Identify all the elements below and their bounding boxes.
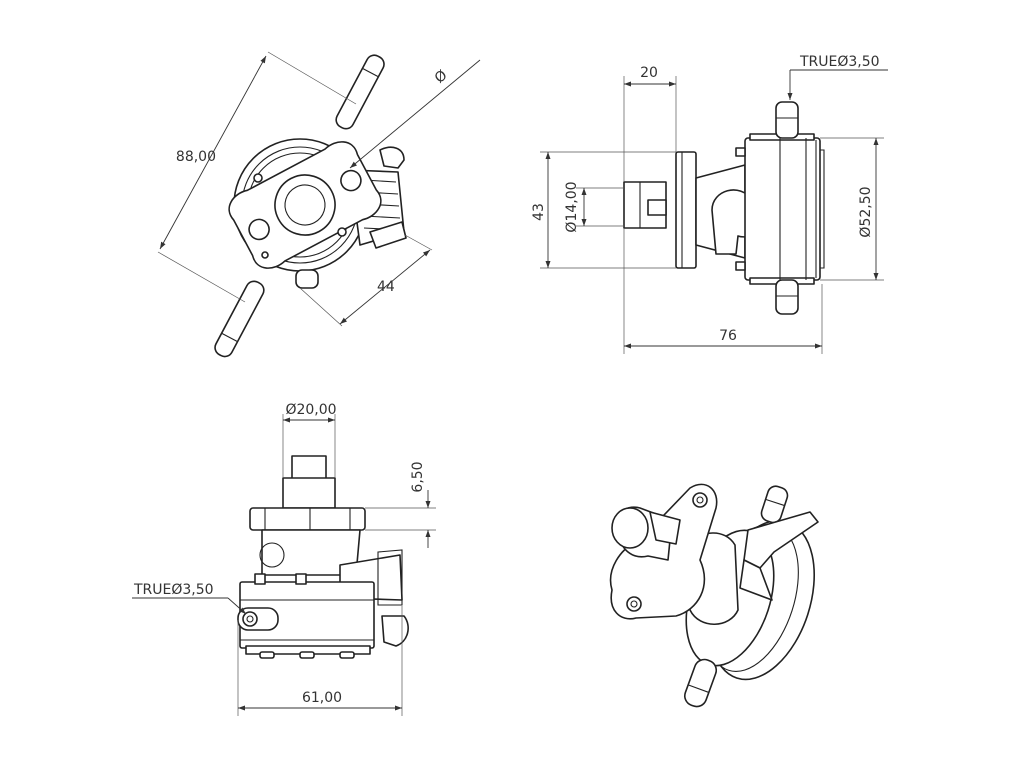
dim-diameter-label: Ø bbox=[432, 67, 451, 86]
dim-total-length-label: 76 bbox=[719, 328, 737, 344]
view-top: Ø20,00 6,50 TRUEØ3,50 61,00 bbox=[132, 402, 436, 716]
dim-bottom-width-label: 61,00 bbox=[302, 690, 342, 706]
dim-length-label: 88,00 bbox=[176, 149, 216, 165]
hose-callout-bottom: TRUEØ3,50 bbox=[133, 582, 214, 598]
view-isometric bbox=[609, 483, 819, 708]
dim-flange-thickness-label: 6,50 bbox=[410, 461, 426, 492]
dim-flange-diameter-label: Ø20,00 bbox=[285, 402, 336, 418]
dim-offset-label: 20 bbox=[640, 65, 658, 81]
hose-callout-top: TRUEØ3,50 bbox=[799, 54, 880, 70]
view-front: 88,00 Ø 44 bbox=[157, 51, 481, 358]
view-side: 20 43 Ø14,00 Ø52,50 76 TRUEØ3,50 bbox=[531, 54, 888, 354]
dim-body-diameter-label: Ø52,50 bbox=[858, 186, 874, 237]
dim-shaft-diameter-label: Ø14,00 bbox=[564, 181, 580, 232]
dim-height-label: 43 bbox=[531, 203, 547, 221]
dim-width-label: 44 bbox=[377, 279, 395, 295]
